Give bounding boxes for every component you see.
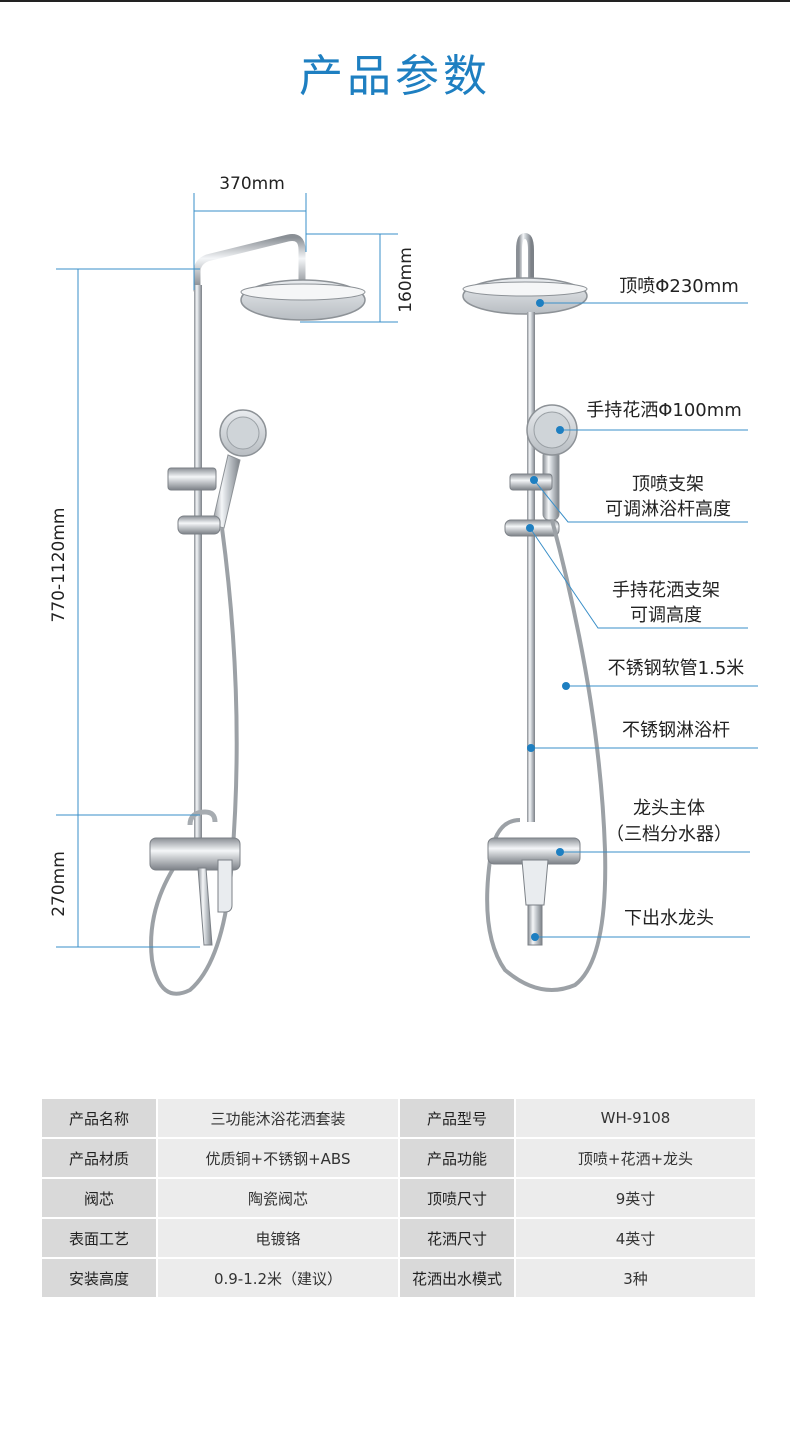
callout-hand-bracket: 手持花洒支架 xyxy=(612,580,720,601)
right-shower-figure xyxy=(462,232,608,992)
spec-value: 电镀铬 xyxy=(158,1219,398,1257)
spec-key: 产品名称 xyxy=(42,1099,156,1137)
table-row: 产品材质 优质铜+不锈钢+ABS 产品功能 顶喷+花洒+龙头 xyxy=(42,1139,755,1177)
spec-key: 花洒出水模式 xyxy=(400,1259,514,1297)
callout-pole: 不锈钢淋浴杆 xyxy=(622,720,730,741)
spec-value: 三功能沐浴花洒套装 xyxy=(158,1099,398,1137)
spec-key: 产品材质 xyxy=(42,1139,156,1177)
spec-key: 花洒尺寸 xyxy=(400,1219,514,1257)
callout-head-bracket-sub: 可调淋浴杆高度 xyxy=(605,499,731,520)
dim-total-height: 770-1120mm xyxy=(49,508,69,623)
table-row: 安装高度 0.9-1.2米（建议） 花洒出水模式 3种 xyxy=(42,1259,755,1297)
table-row: 表面工艺 电镀铬 花洒尺寸 4英寸 xyxy=(42,1219,755,1257)
callout-rain-head: 顶喷Φ230mm xyxy=(619,276,739,297)
spec-value: 顶喷+花洒+龙头 xyxy=(516,1139,755,1177)
top-border xyxy=(0,0,790,2)
callout-lines xyxy=(529,302,758,938)
callout-valve-sub: （三档分水器） xyxy=(606,824,732,845)
left-dimensions xyxy=(56,193,398,948)
product-diagram: 370mm 160mm 770-1120mm 270mm xyxy=(49,174,758,996)
hand-shower-front xyxy=(526,404,578,521)
spec-value: 0.9-1.2米（建议） xyxy=(158,1259,398,1297)
spec-value: 优质铜+不锈钢+ABS xyxy=(158,1139,398,1177)
spec-key: 阀芯 xyxy=(42,1179,156,1217)
callout-spout: 下出水龙头 xyxy=(624,908,714,929)
spec-key: 产品功能 xyxy=(400,1139,514,1177)
spec-value: 3种 xyxy=(516,1259,755,1297)
callout-hand-bracket-sub: 可调高度 xyxy=(630,605,702,626)
spec-value: 9英寸 xyxy=(516,1179,755,1217)
callout-valve: 龙头主体 xyxy=(633,798,705,819)
callout-hand-shower: 手持花洒Φ100mm xyxy=(586,400,742,421)
spec-key: 产品型号 xyxy=(400,1099,514,1137)
spec-table: 产品名称 三功能沐浴花洒套装 产品型号 WH-9108 产品材质 优质铜+不锈钢… xyxy=(40,1097,757,1299)
spec-value: 陶瓷阀芯 xyxy=(158,1179,398,1217)
shower-pole-front xyxy=(527,312,535,822)
dim-width: 370mm xyxy=(219,174,285,194)
spec-value: WH-9108 xyxy=(516,1099,755,1137)
shower-pole xyxy=(194,285,202,845)
spec-value: 4英寸 xyxy=(516,1219,755,1257)
left-shower-figure xyxy=(149,234,366,996)
dim-head-height: 160mm xyxy=(396,247,416,313)
spec-key: 表面工艺 xyxy=(42,1219,156,1257)
callout-head-bracket: 顶喷支架 xyxy=(632,474,704,495)
page-title: 产品参数 xyxy=(299,51,491,102)
dim-body-height: 270mm xyxy=(49,851,69,917)
spec-key: 安装高度 xyxy=(42,1259,156,1297)
spec-key: 顶喷尺寸 xyxy=(400,1179,514,1217)
table-row: 阀芯 陶瓷阀芯 顶喷尺寸 9英寸 xyxy=(42,1179,755,1217)
callout-dots xyxy=(526,299,570,941)
callout-hose: 不锈钢软管1.5米 xyxy=(608,658,745,679)
hand-shower xyxy=(211,409,267,529)
table-row: 产品名称 三功能沐浴花洒套装 产品型号 WH-9108 xyxy=(42,1099,755,1137)
